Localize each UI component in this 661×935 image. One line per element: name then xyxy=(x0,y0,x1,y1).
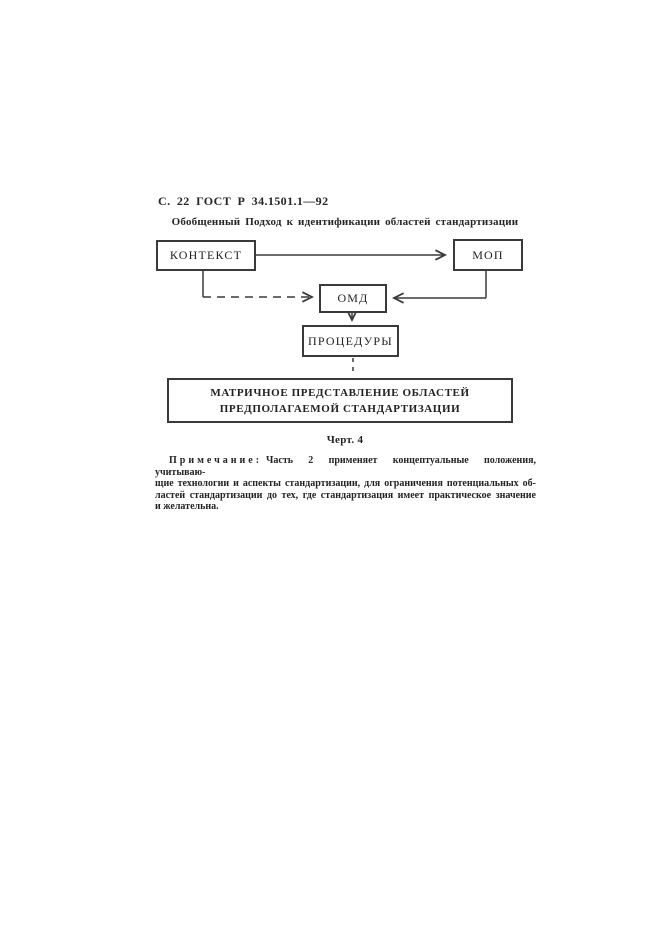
note-line-1-text: Часть 2 применяет концептуальные положен… xyxy=(155,455,536,478)
box-matrix-line1: МАТРИЧНОЕ ПРЕДСТАВЛЕНИЕ ОБЛАСТЕЙ xyxy=(210,386,470,399)
note-line-4: и желательна. xyxy=(155,501,219,513)
box-procedures-label: ПРОЦЕДУРЫ xyxy=(308,333,393,348)
note-line-1: Примечание:Часть 2 применяет концептуаль… xyxy=(155,455,536,478)
box-mop: МОП xyxy=(453,239,523,271)
box-context: КОНТЕКСТ xyxy=(156,240,256,271)
note-label: Примечание: xyxy=(169,455,263,466)
box-mop-label: МОП xyxy=(472,247,504,262)
box-omd-label: ОМД xyxy=(337,291,369,305)
page-header: С. 22 ГОСТ Р 34.1501.1—92 xyxy=(158,194,329,208)
box-matrix-representation: МАТРИЧНОЕ ПРЕДСТАВЛЕНИЕ ОБЛАСТЕЙ ПРЕДПОЛ… xyxy=(167,378,513,423)
box-omd: ОМД xyxy=(319,284,387,313)
note-line-2: щие технологии и аспекты стандартизации,… xyxy=(155,478,536,490)
box-matrix-line2: ПРЕДПОЛАГАЕМОЙ СТАНДАРТИЗАЦИИ xyxy=(219,402,461,415)
figure-title: Обобщенный Подход к идентификации област… xyxy=(171,216,519,228)
box-procedures: ПРОЦЕДУРЫ xyxy=(302,325,399,357)
note-paragraph: Примечание:Часть 2 применяет концептуаль… xyxy=(155,455,536,513)
note-line-3: ластей стандартизации до тех, где станда… xyxy=(155,489,536,501)
box-context-label: КОНТЕКСТ xyxy=(169,248,243,262)
figure-caption: Черт. 4 xyxy=(326,434,364,446)
